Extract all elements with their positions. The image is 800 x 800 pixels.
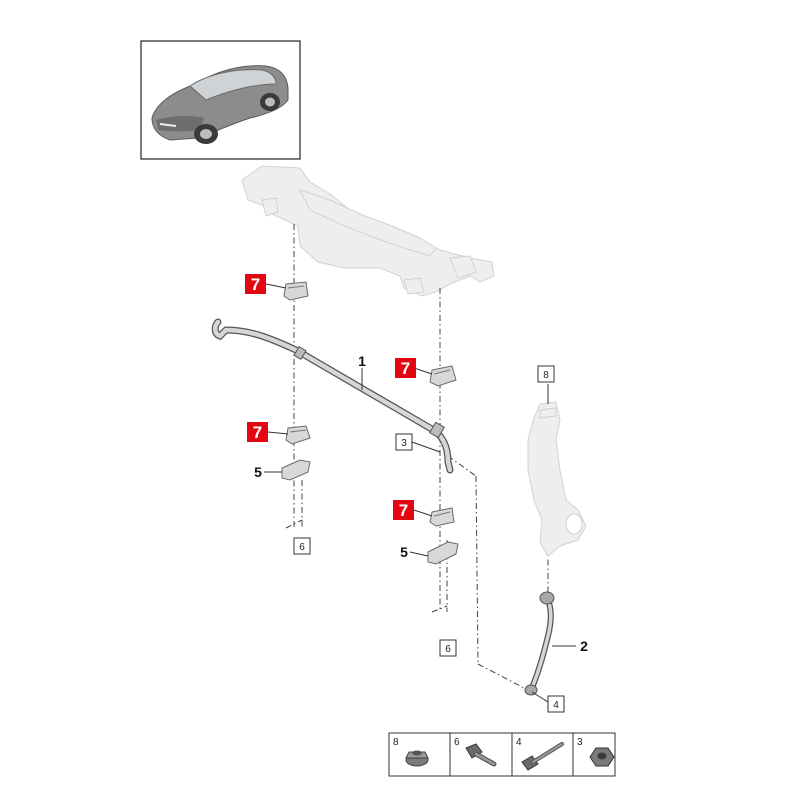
svg-text:7: 7 xyxy=(251,275,260,294)
callout-5-left: 5 xyxy=(254,464,262,480)
legend-item-4: 4 xyxy=(516,737,564,771)
svg-text:3: 3 xyxy=(577,737,583,748)
svg-text:6: 6 xyxy=(454,737,460,748)
legend-item-3: 3 xyxy=(577,737,615,767)
wheel-carrier xyxy=(527,401,587,557)
bushing-lower-left xyxy=(285,425,311,445)
clamp-left xyxy=(281,459,311,481)
bushing-lower-right xyxy=(429,507,455,527)
svg-text:6: 6 xyxy=(299,542,305,553)
svg-text:7: 7 xyxy=(399,501,408,520)
rear-subframe xyxy=(241,165,495,297)
callout-7-lower-left: 7 xyxy=(247,422,268,442)
flange-nut-icon xyxy=(405,750,429,767)
callout-7-upper-right: 7 xyxy=(395,358,416,378)
callout-6-box-left: 6 xyxy=(293,537,311,555)
bushing-upper-right xyxy=(429,365,457,387)
svg-text:4: 4 xyxy=(553,700,559,711)
svg-text:7: 7 xyxy=(401,359,410,378)
callout-7-lower-right: 7 xyxy=(393,500,414,520)
bushing-upper-left xyxy=(283,281,309,301)
callout-4-box: 4 xyxy=(547,695,565,713)
coupling-rod xyxy=(524,591,555,696)
svg-text:6: 6 xyxy=(445,644,451,655)
svg-text:8: 8 xyxy=(543,370,549,381)
short-bolt-icon xyxy=(465,743,497,767)
vehicle-thumbnail xyxy=(140,40,301,160)
leader-lines xyxy=(264,283,576,703)
svg-text:8: 8 xyxy=(393,737,399,748)
callout-6-box-right: 6 xyxy=(439,639,457,657)
car-icon xyxy=(151,65,289,144)
hex-nut-icon xyxy=(589,747,615,767)
callout-1: 1 xyxy=(358,353,366,369)
long-bolt-icon xyxy=(521,742,564,771)
callout-5-right: 5 xyxy=(400,544,408,560)
svg-text:4: 4 xyxy=(516,737,522,748)
legend-item-8: 8 xyxy=(393,737,429,767)
callout-2: 2 xyxy=(580,638,588,654)
svg-text:3: 3 xyxy=(401,438,407,449)
stabilizer-bar xyxy=(211,318,454,474)
legend-item-6: 6 xyxy=(454,737,497,767)
callout-8-box: 8 xyxy=(537,365,555,383)
callout-7-upper-left: 7 xyxy=(245,274,266,294)
svg-text:7: 7 xyxy=(253,423,262,442)
callout-3-box: 3 xyxy=(395,433,413,451)
clamp-right xyxy=(427,541,459,565)
fastener-legend: 8 6 4 3 xyxy=(388,732,616,777)
